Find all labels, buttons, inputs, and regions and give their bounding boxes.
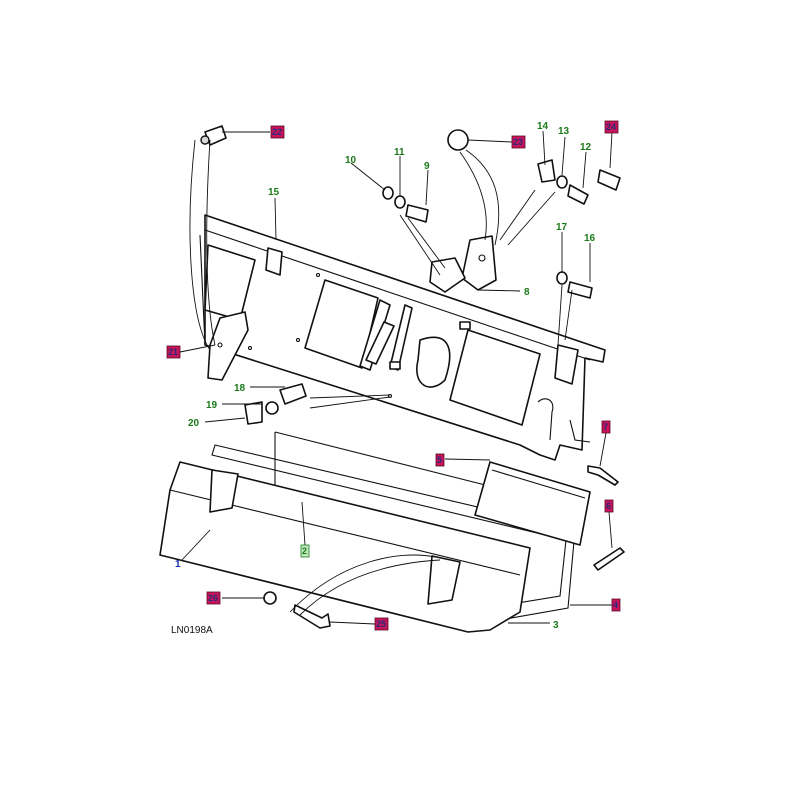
callout-14: 14: [537, 121, 549, 132]
callout-19: 19: [206, 400, 218, 411]
callout-21-box: [166, 345, 181, 359]
callout-15: 15: [268, 187, 280, 198]
crossmember-panel: [199, 214, 606, 461]
callout-7-box: [601, 420, 611, 434]
hinge-bracket: [429, 235, 497, 293]
callout-2: 2: [302, 546, 307, 556]
callout-23: 23: [513, 137, 523, 147]
callout-12: 12: [580, 142, 592, 153]
callout-20: 20: [188, 418, 200, 429]
callout-13: 13: [558, 126, 570, 137]
callout-4: 4: [613, 600, 618, 610]
side-bracket: [207, 311, 249, 381]
callout-2-box: [300, 544, 310, 558]
figure-code: LN0198A: [171, 625, 213, 636]
callout-26-box: [206, 591, 221, 605]
leader-lines: [179, 130, 613, 625]
callout-labels: 22 23 24 21 5 7 6 4 26 25 2 10 11 9 15 1…: [166, 120, 621, 636]
frame-assembly: [159, 431, 591, 633]
callout-6-box: [604, 499, 614, 513]
callout-7: 7: [603, 422, 608, 432]
callout-16: 16: [584, 233, 596, 244]
callout-4-box: [611, 598, 621, 612]
callout-26: 26: [208, 593, 218, 603]
callout-18: 18: [234, 383, 246, 394]
callout-1: 1: [175, 559, 181, 570]
callout-22-box: [270, 125, 285, 139]
callout-11: 11: [394, 147, 405, 158]
callout-24-box: [604, 120, 619, 134]
callout-21: 21: [168, 347, 178, 357]
callout-3: 3: [553, 620, 559, 631]
callout-22: 22: [272, 127, 282, 137]
callout-10: 10: [345, 155, 357, 166]
callout-25: 25: [376, 619, 386, 629]
callout-8: 8: [524, 287, 530, 298]
callout-6: 6: [606, 501, 611, 511]
callout-24: 24: [606, 122, 616, 132]
callout-9: 9: [424, 161, 430, 172]
callout-23-box: [511, 135, 526, 149]
callout-5: 5: [437, 455, 442, 465]
callout-5-box: [435, 453, 445, 467]
callout-17: 17: [556, 222, 568, 233]
callout-25-box: [374, 617, 389, 631]
